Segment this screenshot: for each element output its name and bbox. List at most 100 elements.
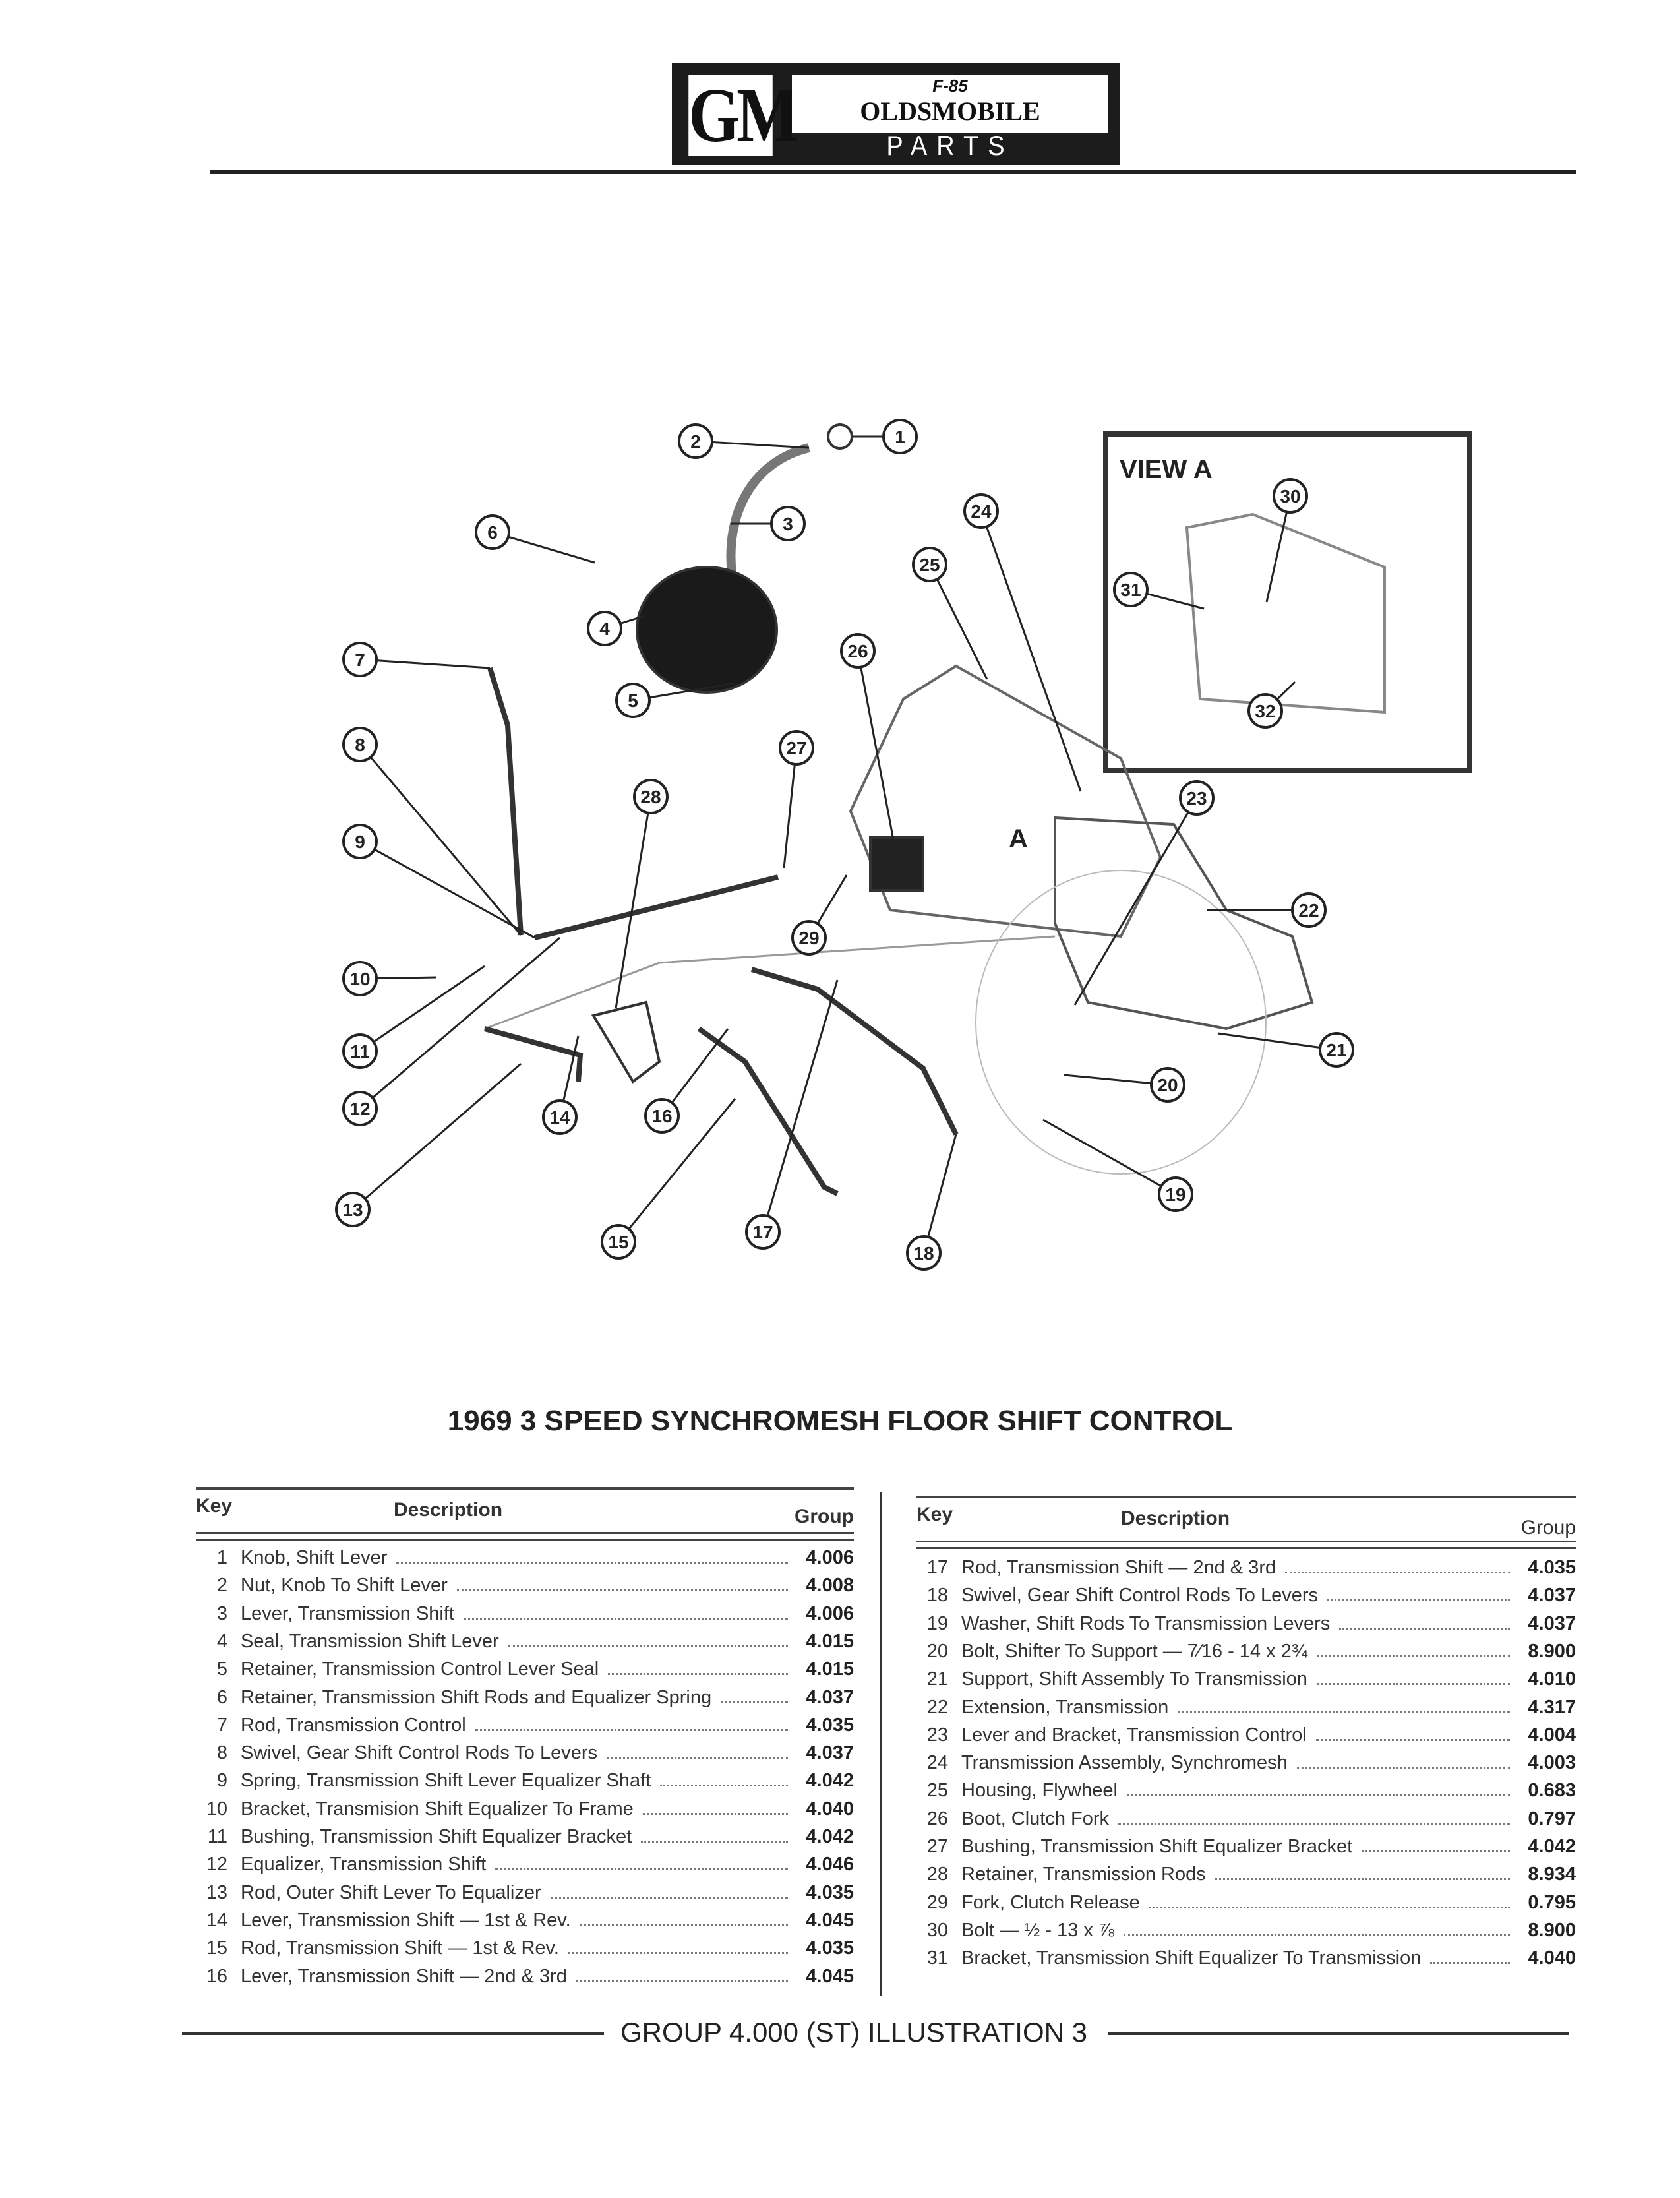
dot-leader xyxy=(580,1924,788,1926)
callout-circle xyxy=(342,961,378,996)
callout-number: 24 xyxy=(971,501,992,522)
row-group: 4.037 xyxy=(806,1742,854,1764)
transmission-case xyxy=(1054,816,1314,1031)
dot-leader xyxy=(642,1812,788,1815)
callout-leader-line xyxy=(922,1134,957,1254)
callout-number: 31 xyxy=(1120,580,1141,600)
callout-number: 29 xyxy=(798,928,819,948)
callout-leader-line xyxy=(661,1028,729,1116)
callout-number: 15 xyxy=(608,1232,628,1252)
header-group: Group xyxy=(1520,1517,1576,1539)
callout-number: 32 xyxy=(1255,701,1275,721)
logo-subtitle: PARTS CATALOGUE xyxy=(833,131,1067,193)
row-group: 4.035 xyxy=(806,1881,854,1903)
row-description: Bracket, Transmision Shift Equalizer To … xyxy=(241,1798,634,1819)
callout-leader-line xyxy=(352,1062,522,1211)
header-key: Key xyxy=(916,1504,953,1525)
callout-17: 17 xyxy=(745,1214,781,1250)
row-key: 9 xyxy=(216,1770,227,1792)
dot-leader xyxy=(1124,1934,1510,1936)
callout-circle xyxy=(342,727,378,762)
callout-number: 21 xyxy=(1326,1040,1346,1060)
callout-circle xyxy=(678,423,713,459)
header-group: Group xyxy=(795,1506,854,1527)
callout-number: 17 xyxy=(752,1222,773,1242)
row-key: 18 xyxy=(926,1585,948,1606)
row-group: 4.015 xyxy=(806,1659,854,1680)
callout-circle xyxy=(335,1192,371,1227)
row-key: 8 xyxy=(216,1742,227,1764)
callout-2: 2 xyxy=(678,423,713,459)
row-group: 4.037 xyxy=(1528,1612,1576,1634)
gm-oldsmobile-logo: GM F-85 OLDSMOBILE PARTS CATALOGUE xyxy=(672,63,1120,193)
exploded-parts-diagram: 1234567891011121314151617181920212223242… xyxy=(335,419,1472,1271)
row-key: 31 xyxy=(926,1947,948,1969)
callout-circle xyxy=(791,920,827,956)
row-key: 23 xyxy=(926,1724,948,1746)
callout-leader-line xyxy=(928,564,988,680)
row-group: 4.035 xyxy=(806,1938,854,1959)
callout-22: 22 xyxy=(1291,892,1327,928)
callout-28: 28 xyxy=(633,779,669,814)
dot-leader xyxy=(1316,1683,1510,1686)
row-description: Spring, Transmission Shift Lever Equaliz… xyxy=(241,1770,651,1792)
callout-3: 3 xyxy=(770,506,806,541)
row-group: 4.045 xyxy=(806,1909,854,1931)
dot-leader xyxy=(1315,1738,1510,1741)
row-key: 28 xyxy=(926,1864,948,1885)
callout-leader-line xyxy=(1042,1118,1176,1196)
callout-number: 28 xyxy=(640,787,661,807)
callout-number: 7 xyxy=(355,650,365,670)
row-description: Seal, Transmission Shift Lever xyxy=(241,1630,499,1652)
row-group: 4.037 xyxy=(806,1686,854,1708)
row-description: Lever, Transmission Shift — 1st & Rev. xyxy=(241,1909,571,1931)
callout-leader-line xyxy=(1265,495,1292,603)
callout-16: 16 xyxy=(644,1098,680,1134)
callout-leader-line xyxy=(856,650,897,855)
callout-circle xyxy=(342,1091,378,1126)
column-divider xyxy=(880,1492,882,1996)
row-key: 13 xyxy=(206,1881,227,1903)
callout-circle xyxy=(644,1098,680,1134)
table-rule xyxy=(916,1547,1576,1549)
callout-circle xyxy=(342,1033,378,1069)
footer-rule-right xyxy=(1108,2032,1569,2035)
diagram-shapes xyxy=(483,423,1472,1196)
callout-7: 7 xyxy=(342,642,378,677)
control-rod xyxy=(487,667,524,936)
callout-number: 13 xyxy=(342,1200,363,1220)
callout-circle xyxy=(745,1214,781,1250)
callout-9: 9 xyxy=(342,824,378,859)
lever-1st-rev xyxy=(591,1000,661,1084)
equalizer-shaft xyxy=(534,874,779,940)
callout-24: 24 xyxy=(963,493,999,529)
dot-leader xyxy=(1327,1599,1510,1602)
row-group: 4.042 xyxy=(806,1770,854,1792)
row-description: Bracket, Transmission Shift Equalizer To… xyxy=(961,1947,1422,1969)
callout-leader-line xyxy=(359,936,560,1110)
row-key: 24 xyxy=(926,1752,948,1774)
row-group: 4.037 xyxy=(1528,1585,1576,1606)
footer: GROUP 4.000 (ST) ILLUSTRATION 3 xyxy=(0,2017,1680,2048)
dot-leader xyxy=(607,1757,788,1759)
illustration-title: 1969 3 SPEED SYNCHROMESH FLOOR SHIFT CON… xyxy=(447,1405,1233,1437)
callout-circle xyxy=(342,642,378,677)
equalizer xyxy=(484,935,1056,1030)
callout-5: 5 xyxy=(615,683,651,718)
callout-15: 15 xyxy=(601,1224,636,1260)
callout-circle xyxy=(1158,1176,1193,1212)
table-rule xyxy=(196,1539,854,1541)
row-description: Washer, Shift Rods To Transmission Lever… xyxy=(961,1612,1331,1634)
callout-circle xyxy=(906,1235,942,1271)
callout-circle xyxy=(1273,478,1308,514)
row-key: 5 xyxy=(216,1659,227,1680)
callout-number: 6 xyxy=(487,522,498,543)
row-group: 4.035 xyxy=(806,1714,854,1736)
view-a-label: VIEW A xyxy=(1120,455,1213,484)
callout-circle xyxy=(779,730,814,766)
